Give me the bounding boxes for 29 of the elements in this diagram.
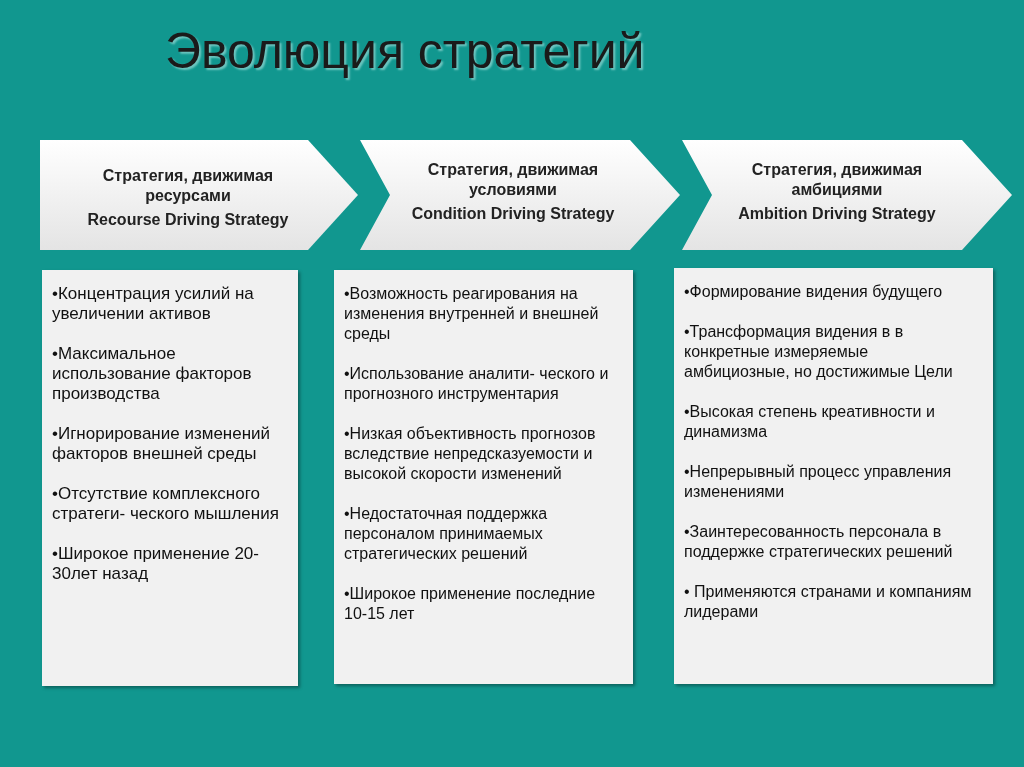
chevron-banner <box>682 140 1012 250</box>
strategy-heading: Стратегия, движимая условиями <box>426 160 600 200</box>
strategy-subtitle: Ambition Driving Strategy <box>737 204 937 224</box>
text-panel <box>674 268 993 684</box>
text-panel <box>334 270 633 684</box>
bullet-item: •Формирование видения будущего <box>684 282 944 302</box>
strategy-heading: Стратегия, движимая амбициями <box>750 160 924 200</box>
bullet-item: • Применяются странами и компаниям лидерами <box>684 582 973 622</box>
chevron-banner <box>360 140 680 250</box>
strategy-heading: Стратегия, движимая ресурсами <box>101 166 275 206</box>
bullet-item: •Использование аналити- ческого и прогнозного инструментария <box>344 364 610 404</box>
bullet-item: •Заинтересованность персонала в поддержке стратегических решений <box>684 522 954 562</box>
strategy-subtitle: Condition Driving Strategy <box>410 204 616 224</box>
bullet-item: •Широкое применение последние 10-15 лет <box>344 584 597 624</box>
bullet-item: •Широкое применение 20-30лет назад <box>52 544 260 584</box>
bullet-item: •Высокая степень креативности и динамизма <box>684 402 936 442</box>
bullet-item: •Непрерывный процесс управления изменениями <box>684 462 953 502</box>
bullet-item: •Возможность реагирования на изменения внутренней и внешней среды <box>344 284 600 344</box>
text-panel <box>42 270 298 686</box>
bullet-item: •Максимальное использование факторов производства <box>52 344 253 404</box>
chevron-banner <box>40 140 358 250</box>
strategy-subtitle: Recourse Driving Strategy <box>86 210 290 230</box>
slide-title: Эволюция стратегий <box>165 22 645 80</box>
bullet-item: •Концентрация усилий на увеличении активов <box>52 284 255 324</box>
bullet-item: •Отсутствие комплексного стратеги- ческого мышления <box>52 484 280 524</box>
bullet-item: •Недостаточная поддержка персоналом принимаемых стратегических решений <box>344 504 549 564</box>
bullet-item: •Низкая объективность прогнозов вследствие непредсказуемости и высокой скорости изменений <box>344 424 597 484</box>
bullet-item: •Игнорирование изменений факторов внешней среды <box>52 424 272 464</box>
bullet-item: •Трансформация видения в в конкретные измеряемые амбициозные, но достижимые Цели <box>684 322 954 382</box>
